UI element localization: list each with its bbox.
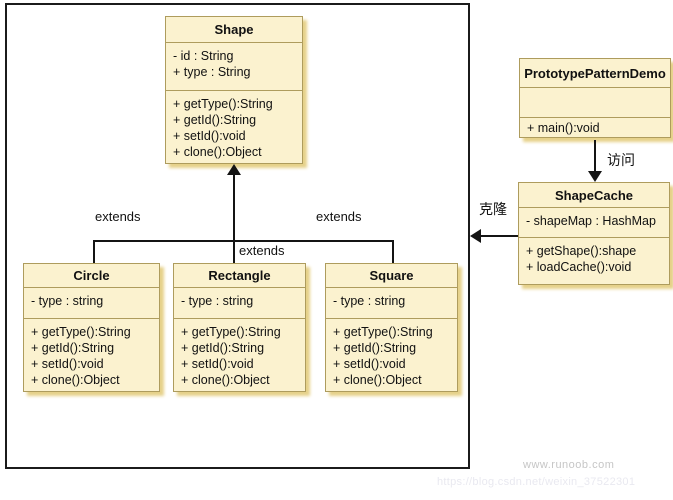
- method-line: + setId():void: [181, 357, 254, 371]
- class-attributes: - shapeMap : HashMap: [519, 208, 669, 238]
- class-attributes: - type : string: [24, 288, 159, 319]
- watermark-csdn-url: https://blog.csdn.net/weixin_37522301: [437, 476, 636, 488]
- method-line: + getType():String: [31, 325, 131, 339]
- method-line: + getId():String: [333, 341, 417, 355]
- method-line: + setId():void: [31, 357, 104, 371]
- visit-arrow-line: [594, 140, 596, 173]
- class-methods: + getType():String + getId():String + se…: [166, 91, 302, 163]
- class-methods: + main():void: [520, 118, 670, 137]
- class-attributes: - type : string: [174, 288, 305, 319]
- inheritance-stub-square: [392, 240, 394, 263]
- method-line: + getId():String: [31, 341, 115, 355]
- class-methods: + getShape():shape + loadCache():void: [519, 238, 669, 284]
- clone-arrow-line: [479, 235, 518, 237]
- method-line: + setId():void: [333, 357, 406, 371]
- class-box-shape: Shape - id : String + type : String + ge…: [165, 16, 303, 164]
- class-attributes: - type : string: [326, 288, 457, 319]
- class-title: PrototypePatternDemo: [520, 59, 670, 88]
- method-line: + getShape():shape: [526, 244, 637, 258]
- watermark-runoob: www.runoob.com: [523, 459, 615, 471]
- class-title: Square: [326, 264, 457, 288]
- attribute-line: - type : string: [31, 294, 104, 308]
- extends-label-left: extends: [95, 209, 141, 224]
- shape-hierarchy-frame: [5, 3, 470, 469]
- class-title: Shape: [166, 17, 302, 43]
- inheritance-trunk-line: [233, 174, 235, 263]
- method-line: + clone():Object: [173, 145, 262, 159]
- method-line: + main():void: [527, 121, 600, 135]
- method-line: + clone():Object: [181, 373, 270, 387]
- class-title: ShapeCache: [519, 183, 669, 208]
- attribute-line: - shapeMap : HashMap: [526, 214, 656, 228]
- attribute-line: - type : string: [181, 294, 254, 308]
- extends-label-right: extends: [316, 209, 362, 224]
- class-methods: + getType():String + getId():String + se…: [326, 319, 457, 391]
- class-box-rectangle: Rectangle - type : string + getType():St…: [173, 263, 306, 392]
- method-line: + getType():String: [181, 325, 281, 339]
- class-methods: + getType():String + getId():String + se…: [24, 319, 159, 391]
- visit-label: 访问: [607, 152, 635, 168]
- class-box-shapecache: ShapeCache - shapeMap : HashMap + getSha…: [518, 182, 670, 285]
- class-box-square: Square - type : string + getType():Strin…: [325, 263, 458, 392]
- attribute-line: - type : string: [333, 294, 406, 308]
- inheritance-stub-circle: [93, 240, 95, 263]
- class-attributes: - id : String + type : String: [166, 43, 302, 91]
- method-line: + getId():String: [173, 113, 257, 127]
- inheritance-arrowhead-icon: [227, 164, 241, 175]
- method-line: + getId():String: [181, 341, 265, 355]
- method-line: + getType():String: [333, 325, 433, 339]
- method-line: + loadCache():void: [526, 260, 632, 274]
- class-title: Rectangle: [174, 264, 305, 288]
- clone-label: 克隆: [479, 201, 507, 217]
- inheritance-horizontal-line: [93, 240, 394, 242]
- class-box-circle: Circle - type : string + getType():Strin…: [23, 263, 160, 392]
- attribute-line: - id : String: [173, 49, 234, 63]
- method-line: + clone():Object: [333, 373, 422, 387]
- visit-arrowhead-icon: [588, 171, 602, 182]
- class-attributes: [520, 88, 670, 118]
- method-line: + setId():void: [173, 129, 246, 143]
- attribute-line: + type : String: [173, 65, 251, 79]
- method-line: + clone():Object: [31, 373, 120, 387]
- clone-arrowhead-icon: [470, 229, 481, 243]
- method-line: + getType():String: [173, 97, 273, 111]
- class-title: Circle: [24, 264, 159, 288]
- class-box-prototypepatterndemo: PrototypePatternDemo + main():void: [519, 58, 671, 138]
- extends-label-middle: extends: [239, 243, 285, 258]
- class-methods: + getType():String + getId():String + se…: [174, 319, 305, 391]
